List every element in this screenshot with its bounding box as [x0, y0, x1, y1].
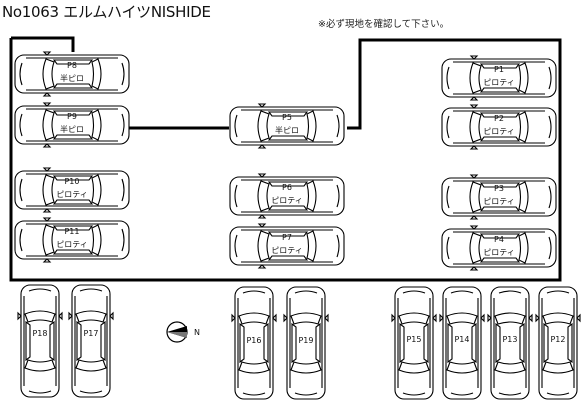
parking-space-p16: P16	[231, 286, 277, 400]
parking-space-p13: P13	[487, 286, 533, 400]
space-number: P6	[282, 183, 292, 192]
space-type: ピロティ	[271, 196, 303, 205]
space-type: 半ピロ	[275, 125, 299, 135]
parking-space-p17: P17	[68, 284, 114, 398]
space-type: 半ピロ	[60, 124, 84, 134]
parking-space-p8: P8 半ピロ	[14, 51, 130, 97]
space-number: P1	[494, 65, 504, 74]
north-compass-icon: N	[166, 321, 200, 343]
parking-space-p10: P10 ピロティ	[14, 167, 130, 213]
space-number: P3	[494, 184, 504, 193]
space-number: P8	[67, 61, 77, 70]
space-number: P12	[550, 335, 565, 344]
space-type: ピロティ	[483, 127, 515, 136]
space-type: ピロティ	[483, 78, 515, 87]
space-number: P14	[454, 335, 469, 344]
space-number: P9	[67, 112, 77, 121]
parking-space-p12: P12	[535, 286, 581, 400]
space-number: P5	[282, 113, 292, 122]
space-type: ピロティ	[483, 248, 515, 257]
parking-space-p9: P9 半ピロ	[14, 102, 130, 148]
parking-space-p5: P5 半ピロ	[229, 103, 345, 149]
parking-space-p2: P2 ピロティ	[441, 104, 557, 150]
space-number: P2	[494, 114, 504, 123]
space-number: P11	[64, 227, 79, 236]
space-number: P16	[246, 336, 261, 345]
space-type: ピロティ	[56, 240, 88, 249]
parking-space-p18: P18	[17, 284, 63, 398]
parking-space-p14: P14	[439, 286, 485, 400]
space-number: P7	[282, 233, 292, 242]
space-number: P15	[406, 335, 421, 344]
parking-space-p19: P19	[283, 286, 329, 400]
parking-space-p3: P3 ピロティ	[441, 174, 557, 220]
parking-space-p11: P11 ピロティ	[14, 217, 130, 263]
parking-space-p15: P15	[391, 286, 437, 400]
space-number: P13	[502, 335, 517, 344]
parking-space-p1: P1 ピロティ	[441, 55, 557, 101]
space-number: P10	[64, 177, 79, 186]
space-number: P4	[494, 235, 504, 244]
parking-space-p4: P4 ピロティ	[441, 225, 557, 271]
space-type: ピロティ	[56, 190, 88, 199]
space-type: ピロティ	[271, 246, 303, 255]
space-type: 半ピロ	[60, 73, 84, 83]
notice-text: ※必ず現地を確認して下さい。	[318, 19, 450, 30]
parking-space-p7: P7 ピロティ	[229, 223, 345, 269]
building-outline	[9, 36, 562, 282]
space-number: P18	[32, 329, 47, 338]
space-number: P17	[83, 329, 98, 338]
space-number: P19	[298, 336, 313, 345]
space-type: ピロティ	[483, 197, 515, 206]
parking-space-p6: P6 ピロティ	[229, 173, 345, 219]
page-title: No1063 エルムハイツNISHIDE	[2, 3, 211, 21]
compass-label: N	[194, 328, 200, 337]
